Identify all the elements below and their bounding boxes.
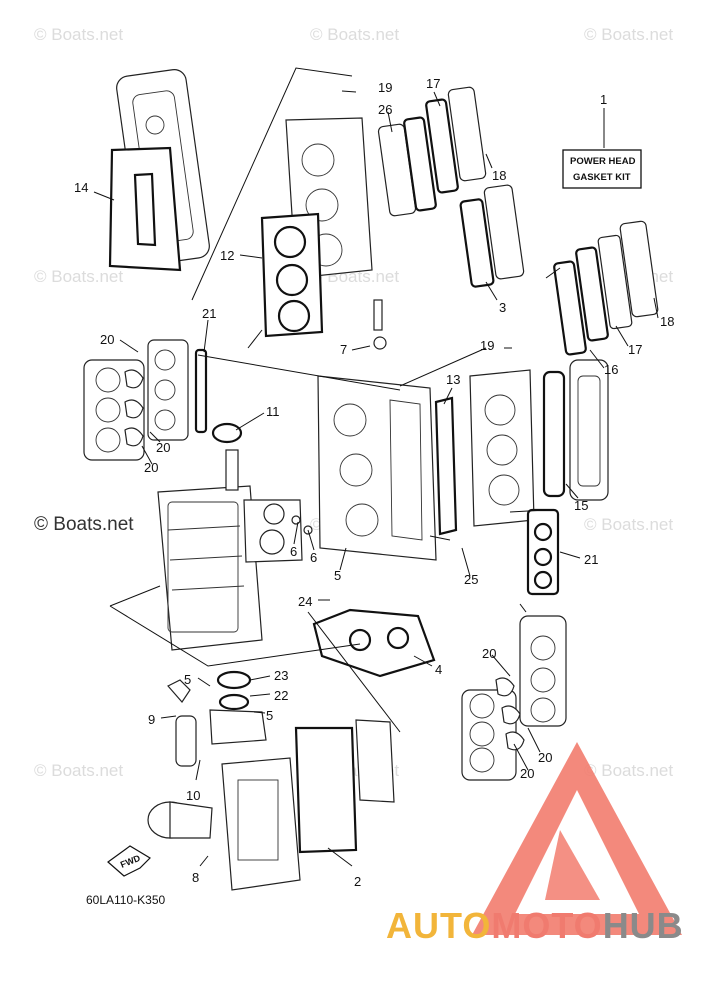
callout-17: 17 <box>426 76 440 91</box>
watermark: © Boats.net <box>584 515 673 534</box>
callout-25: 25 <box>464 572 478 587</box>
callout-6: 6 <box>310 550 317 565</box>
callout-13: 13 <box>446 372 460 387</box>
callout-12: 12 <box>220 248 234 263</box>
callout-9: 9 <box>148 712 155 727</box>
watermark: © Boats.net <box>34 267 123 286</box>
cylinder-head-2 <box>434 359 609 536</box>
callout-24: 24 <box>298 594 312 609</box>
watermark-prominent: © Boats.net <box>34 514 134 535</box>
group-outlines <box>109 67 561 733</box>
callout-26: 26 <box>378 102 392 117</box>
callout-5: 5 <box>266 708 273 723</box>
callout-23: 23 <box>274 668 288 683</box>
callout-5: 5 <box>184 672 191 687</box>
brand-text-hub: HUB <box>603 905 684 946</box>
brand-triangle <box>472 742 682 935</box>
callout-17: 17 <box>628 342 642 357</box>
callout-21: 21 <box>202 306 216 321</box>
kit-label-line1: POWER HEAD <box>570 156 636 167</box>
callout-20: 20 <box>100 332 114 347</box>
brand-text-moto: MOTO <box>491 905 602 946</box>
exhaust-guide-section <box>147 670 395 891</box>
watermark: © Boats.net <box>310 25 399 44</box>
callout-5: 5 <box>334 568 341 583</box>
brand-triangle-inner <box>545 830 600 900</box>
callout-7: 7 <box>340 342 347 357</box>
callout-21: 21 <box>584 552 598 567</box>
brand-logo: AUTOMOTOHUB <box>386 742 684 946</box>
intake-gasket-2 <box>526 508 560 596</box>
callout-20: 20 <box>144 460 158 475</box>
callout-20: 20 <box>156 440 170 455</box>
watermark: © Boats.net <box>584 25 673 44</box>
callout-14: 14 <box>74 180 88 195</box>
watermark: © Boats.net <box>34 761 123 780</box>
callout-18: 18 <box>492 168 506 183</box>
cylinder-head-gasket-1 <box>260 212 324 338</box>
callout-18: 18 <box>660 314 674 329</box>
callout-11: 11 <box>266 404 280 419</box>
callout-10: 10 <box>186 788 200 803</box>
callout-4: 4 <box>435 662 442 677</box>
exhaust-cover-assembly-1 <box>377 86 525 288</box>
exhaust-cover-assembly-2 <box>553 220 659 356</box>
callout-19: 19 <box>480 338 494 353</box>
cylinder-block <box>317 299 437 561</box>
callout-15: 15 <box>574 498 588 513</box>
callout-labels: 1 2 3 4 5 5 5 6 6 7 8 9 10 11 12 13 14 1… <box>74 76 674 889</box>
intake-assembly-1 <box>83 339 243 461</box>
crankcase <box>157 449 313 651</box>
callout-22: 22 <box>274 688 288 703</box>
callout-16: 16 <box>604 362 618 377</box>
kit-label-line2: GASKET KIT <box>573 172 631 183</box>
callout-19: 19 <box>378 80 392 95</box>
head-cover-gasket <box>108 146 182 272</box>
fwd-arrow-icon: FWD <box>107 845 151 877</box>
callout-3: 3 <box>499 300 506 315</box>
callout-20: 20 <box>482 646 496 661</box>
svg-text:AUTOMOTOHUB: AUTOMOTOHUB <box>386 905 684 946</box>
watermark: © Boats.net <box>584 761 673 780</box>
callout-1: 1 <box>600 92 607 107</box>
callout-20: 20 <box>538 750 552 765</box>
callout-20: 20 <box>520 766 534 781</box>
brand-text-auto: AUTO <box>386 905 491 946</box>
callout-2: 2 <box>354 874 361 889</box>
gasket-kit-label: POWER HEAD GASKET KIT <box>562 149 642 189</box>
callout-leaders <box>93 90 659 867</box>
diagram-code: 60LA110-K350 <box>86 893 166 907</box>
callout-8: 8 <box>192 870 199 885</box>
watermark: © Boats.net <box>34 25 123 44</box>
callout-6: 6 <box>290 544 297 559</box>
intake-assembly-2 <box>461 615 567 781</box>
